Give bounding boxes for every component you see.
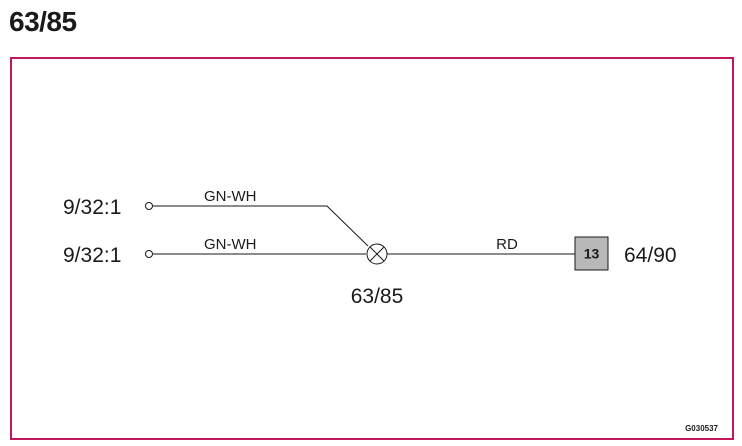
input-2-label: 9/32:1 — [63, 244, 121, 267]
junction-label: 63/85 — [351, 285, 404, 308]
wire-1-color-label: GN-WH — [204, 188, 257, 205]
input-2-terminal — [145, 250, 153, 258]
wire-2-color-label: GN-WH — [204, 236, 257, 253]
input-1-label: 9/32:1 — [63, 196, 121, 219]
figure-code: G030537 — [685, 424, 718, 433]
input-1-terminal — [145, 202, 153, 210]
connector-pin-label: 13 — [584, 246, 600, 262]
diagram-frame — [10, 57, 734, 440]
connector-box — [574, 236, 609, 271]
wire-out-color-label: RD — [496, 236, 518, 253]
connector-label: 64/90 — [624, 244, 677, 267]
wire-1 — [153, 205, 369, 247]
junction-icon — [366, 243, 388, 265]
page-title: 63/85 — [9, 6, 77, 37]
